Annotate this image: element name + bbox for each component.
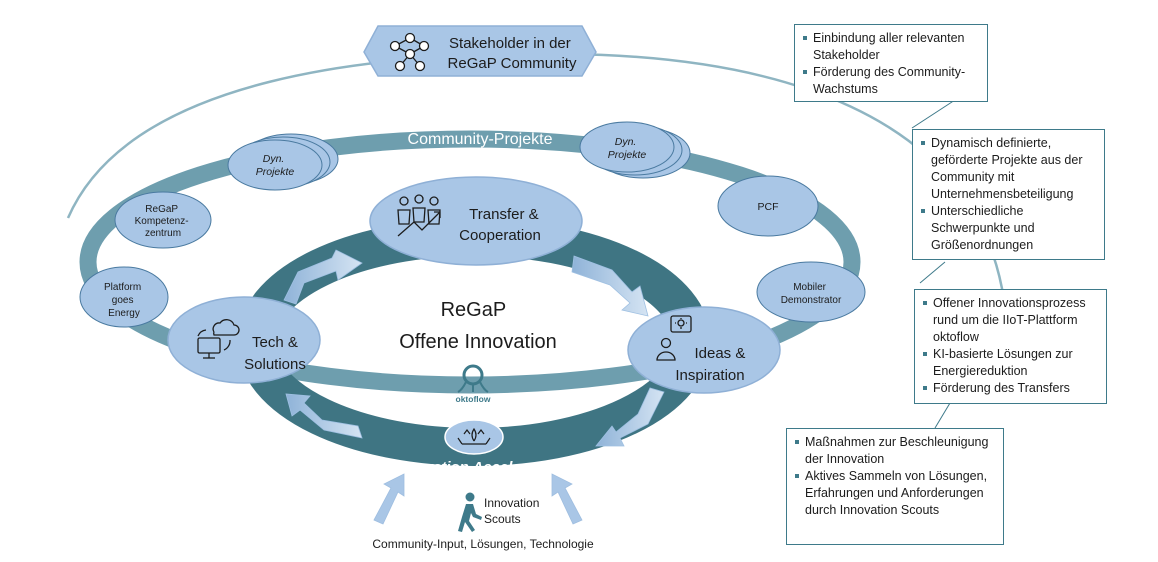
note-item: Unterschiedliche Schwerpunkte und Größen… [921,203,1096,254]
tech-solutions-bubble: Tech & Solutions [167,296,321,384]
network-icon [389,32,430,72]
svg-text:PCF: PCF [758,201,779,213]
connector-line [919,261,946,284]
input-caption: Community-Input, Lösungen, Technologie [372,537,594,551]
kompetenzzentrum-bubble: ReGaP Kompetenz- zentrum [114,191,212,249]
dyn-projekte-right: Dyn. Projekte [579,121,691,179]
platform-goes-energy-bubble: Platform goes Energy [79,266,169,328]
note-item: Förderung des Transfers [923,380,1098,397]
person-idea-icon [656,315,692,361]
connector-line [911,99,956,129]
mobiler-demonstrator-bubble: Mobiler Demonstrator [756,261,866,323]
transfer-cooperation-bubble: Transfer & Cooperation [369,176,583,266]
ideas-inspiration-bubble: Ideas & Inspiration [627,306,781,394]
note-item: KI-basierte Lösungen zur Energiereduktio… [923,346,1098,380]
note-item: Maßnahmen zur Beschleunigung der Innovat… [795,434,995,468]
note-list: Dynamisch definierte, geförderte Projekt… [921,135,1096,254]
svg-text:Dyn. Projekte: Dyn. Projekte [256,153,295,178]
ring-label: Community-Projekte [408,131,553,148]
note-item: Aktives Sammeln von Lösungen, Erfahrunge… [795,468,995,519]
note-item: Dynamisch definierte, geförderte Projekt… [921,135,1096,203]
people-growth-icon [397,194,441,237]
accelerator-label: Innovation Accelerator [393,459,556,476]
walking-person-icon [458,492,482,532]
cloud-computer-icon [197,319,240,359]
svg-text:Platform goes Ener: Platform goes Energy [104,282,144,319]
note-box-accelerator: Maßnahmen zur Beschleunigung der Innovat… [786,428,1004,545]
input-arrows [373,473,583,525]
svg-text:Tech & Solutions: Tech & Solutions [244,334,306,373]
svg-text:Mobiler Demonstrator: Mobiler Demonstrator [781,282,842,306]
center-title: ReGaP Offene Innovation [399,299,557,353]
stakeholder-title: Stakeholder in der ReGaP Community [448,35,577,72]
note-box-innovation: Offener Innovationsprozess rund um die I… [914,289,1107,404]
svg-text:Dyn. Projekte: Dyn. Projekte [608,136,647,161]
svg-text:Transfer & Cooperation: Transfer & Cooperation [459,206,543,244]
note-item: Einbindung aller relevanten Stakeholder [803,30,979,64]
note-box-projects: Dynamisch definierte, geförderte Projekt… [912,129,1105,260]
note-list: Maßnahmen zur Beschleunigung der Innovat… [795,434,995,519]
dyn-projekte-left: Dyn. Projekte [227,133,339,191]
oktoflow-logo: oktoflow [456,364,491,404]
svg-text:oktoflow: oktoflow [456,394,491,404]
process-arrows [283,249,665,447]
note-item: Förderung des Community-Wachstums [803,64,979,98]
note-list: Offener Innovationsprozess rund um die I… [923,295,1098,397]
note-item: Offener Innovationsprozess rund um die I… [923,295,1098,346]
connector-line [934,402,951,429]
pcf-bubble: PCF [717,175,819,237]
svg-text:Ideas & Inspiration: Ideas & Inspiration [675,345,749,384]
accelerator-icon [444,419,504,455]
svg-text:ReGaP Kompetenz- z: ReGaP Kompetenz- zentrum [135,204,192,239]
scouts-label: Innovation Scouts [484,496,543,526]
